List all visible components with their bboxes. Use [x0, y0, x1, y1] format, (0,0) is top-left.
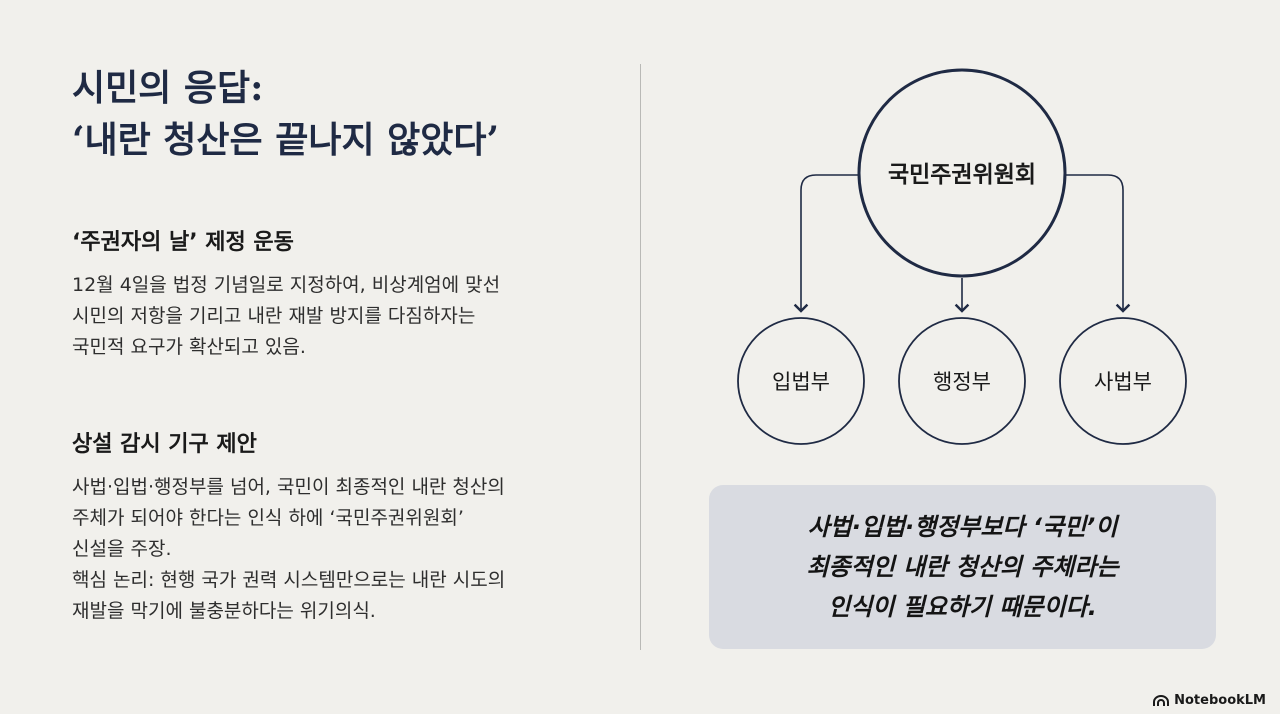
notebooklm-logo-icon [1153, 694, 1170, 706]
brand-label: NotebookLM [1174, 693, 1266, 708]
callout-line: 최종적인 내란 청산의 주체라는 [806, 553, 1119, 581]
section-sovereign-day: ‘주권자의 날’ 제정 운동 12월 4일을 법정 기념일로 지정하여, 비상계… [72, 228, 632, 363]
body-line: 시민의 저항을 기리고 내란 재발 방지를 다짐하자는 [72, 305, 476, 327]
connector-left [793, 174, 858, 313]
title-line-2: ‘내란 청산은 끝나지 않았다’ [72, 119, 499, 161]
title-line-1: 시민의 응답: [72, 67, 264, 109]
callout-line: 인식이 필요하기 때문이다. [828, 593, 1097, 621]
section-heading: 상설 감시 기구 제안 [72, 432, 257, 457]
body-line: 국민적 요구가 확산되고 있음. [72, 336, 306, 358]
section-body: 사법·입법·행정부를 넘어, 국민이 최종적인 내란 청산의 주체가 되어야 한… [72, 472, 632, 627]
node-judiciary-circle [1059, 317, 1187, 445]
node-legislature-circle [737, 317, 865, 445]
node-judiciary-label: 사법부 [1094, 370, 1152, 394]
vertical-divider [640, 64, 641, 650]
section-body: 12월 4일을 법정 기념일로 지정하여, 비상계엄에 맞선 시민의 저항을 기… [72, 270, 632, 363]
node-top-label: 국민주권위원회 [888, 162, 1036, 188]
body-line: 12월 4일을 법정 기념일로 지정하여, 비상계엄에 맞선 [72, 274, 501, 296]
node-legislature-label: 입법부 [772, 370, 830, 394]
brand-watermark: NotebookLM [1153, 693, 1266, 708]
node-executive-circle [898, 317, 1026, 445]
conclusion-callout: 사법·입법·행정부보다 ‘국민’이 최종적인 내란 청산의 주체라는 인식이 필… [709, 485, 1216, 649]
body-line: 주체가 되어야 한다는 인식 하에 ‘국민주권위원회’ [72, 507, 464, 529]
page-title: 시민의 응답: ‘내란 청산은 끝나지 않았다’ [72, 62, 632, 166]
body-line: 신설을 주장. [72, 538, 172, 560]
body-line: 사법·입법·행정부를 넘어, 국민이 최종적인 내란 청산의 [72, 476, 505, 498]
body-line: 핵심 논리: 현행 국가 권력 시스템만으로는 내란 시도의 [72, 569, 506, 591]
section-oversight-body: 상설 감시 기구 제안 사법·입법·행정부를 넘어, 국민이 최종적인 내란 청… [72, 430, 632, 627]
section-heading: ‘주권자의 날’ 제정 운동 [72, 230, 294, 255]
callout-line: 사법·입법·행정부보다 ‘국민’이 [807, 513, 1118, 541]
title-block: 시민의 응답: ‘내란 청산은 끝나지 않았다’ [72, 62, 632, 166]
hierarchy-diagram: 국민주권위원회 입법부 행정부 사법부 [737, 68, 1187, 445]
node-top-circle [857, 68, 1067, 278]
body-line: 재발을 막기에 불충분하다는 위기의식. [72, 600, 376, 622]
connector-right [1066, 174, 1131, 313]
node-executive-label: 행정부 [933, 370, 991, 394]
